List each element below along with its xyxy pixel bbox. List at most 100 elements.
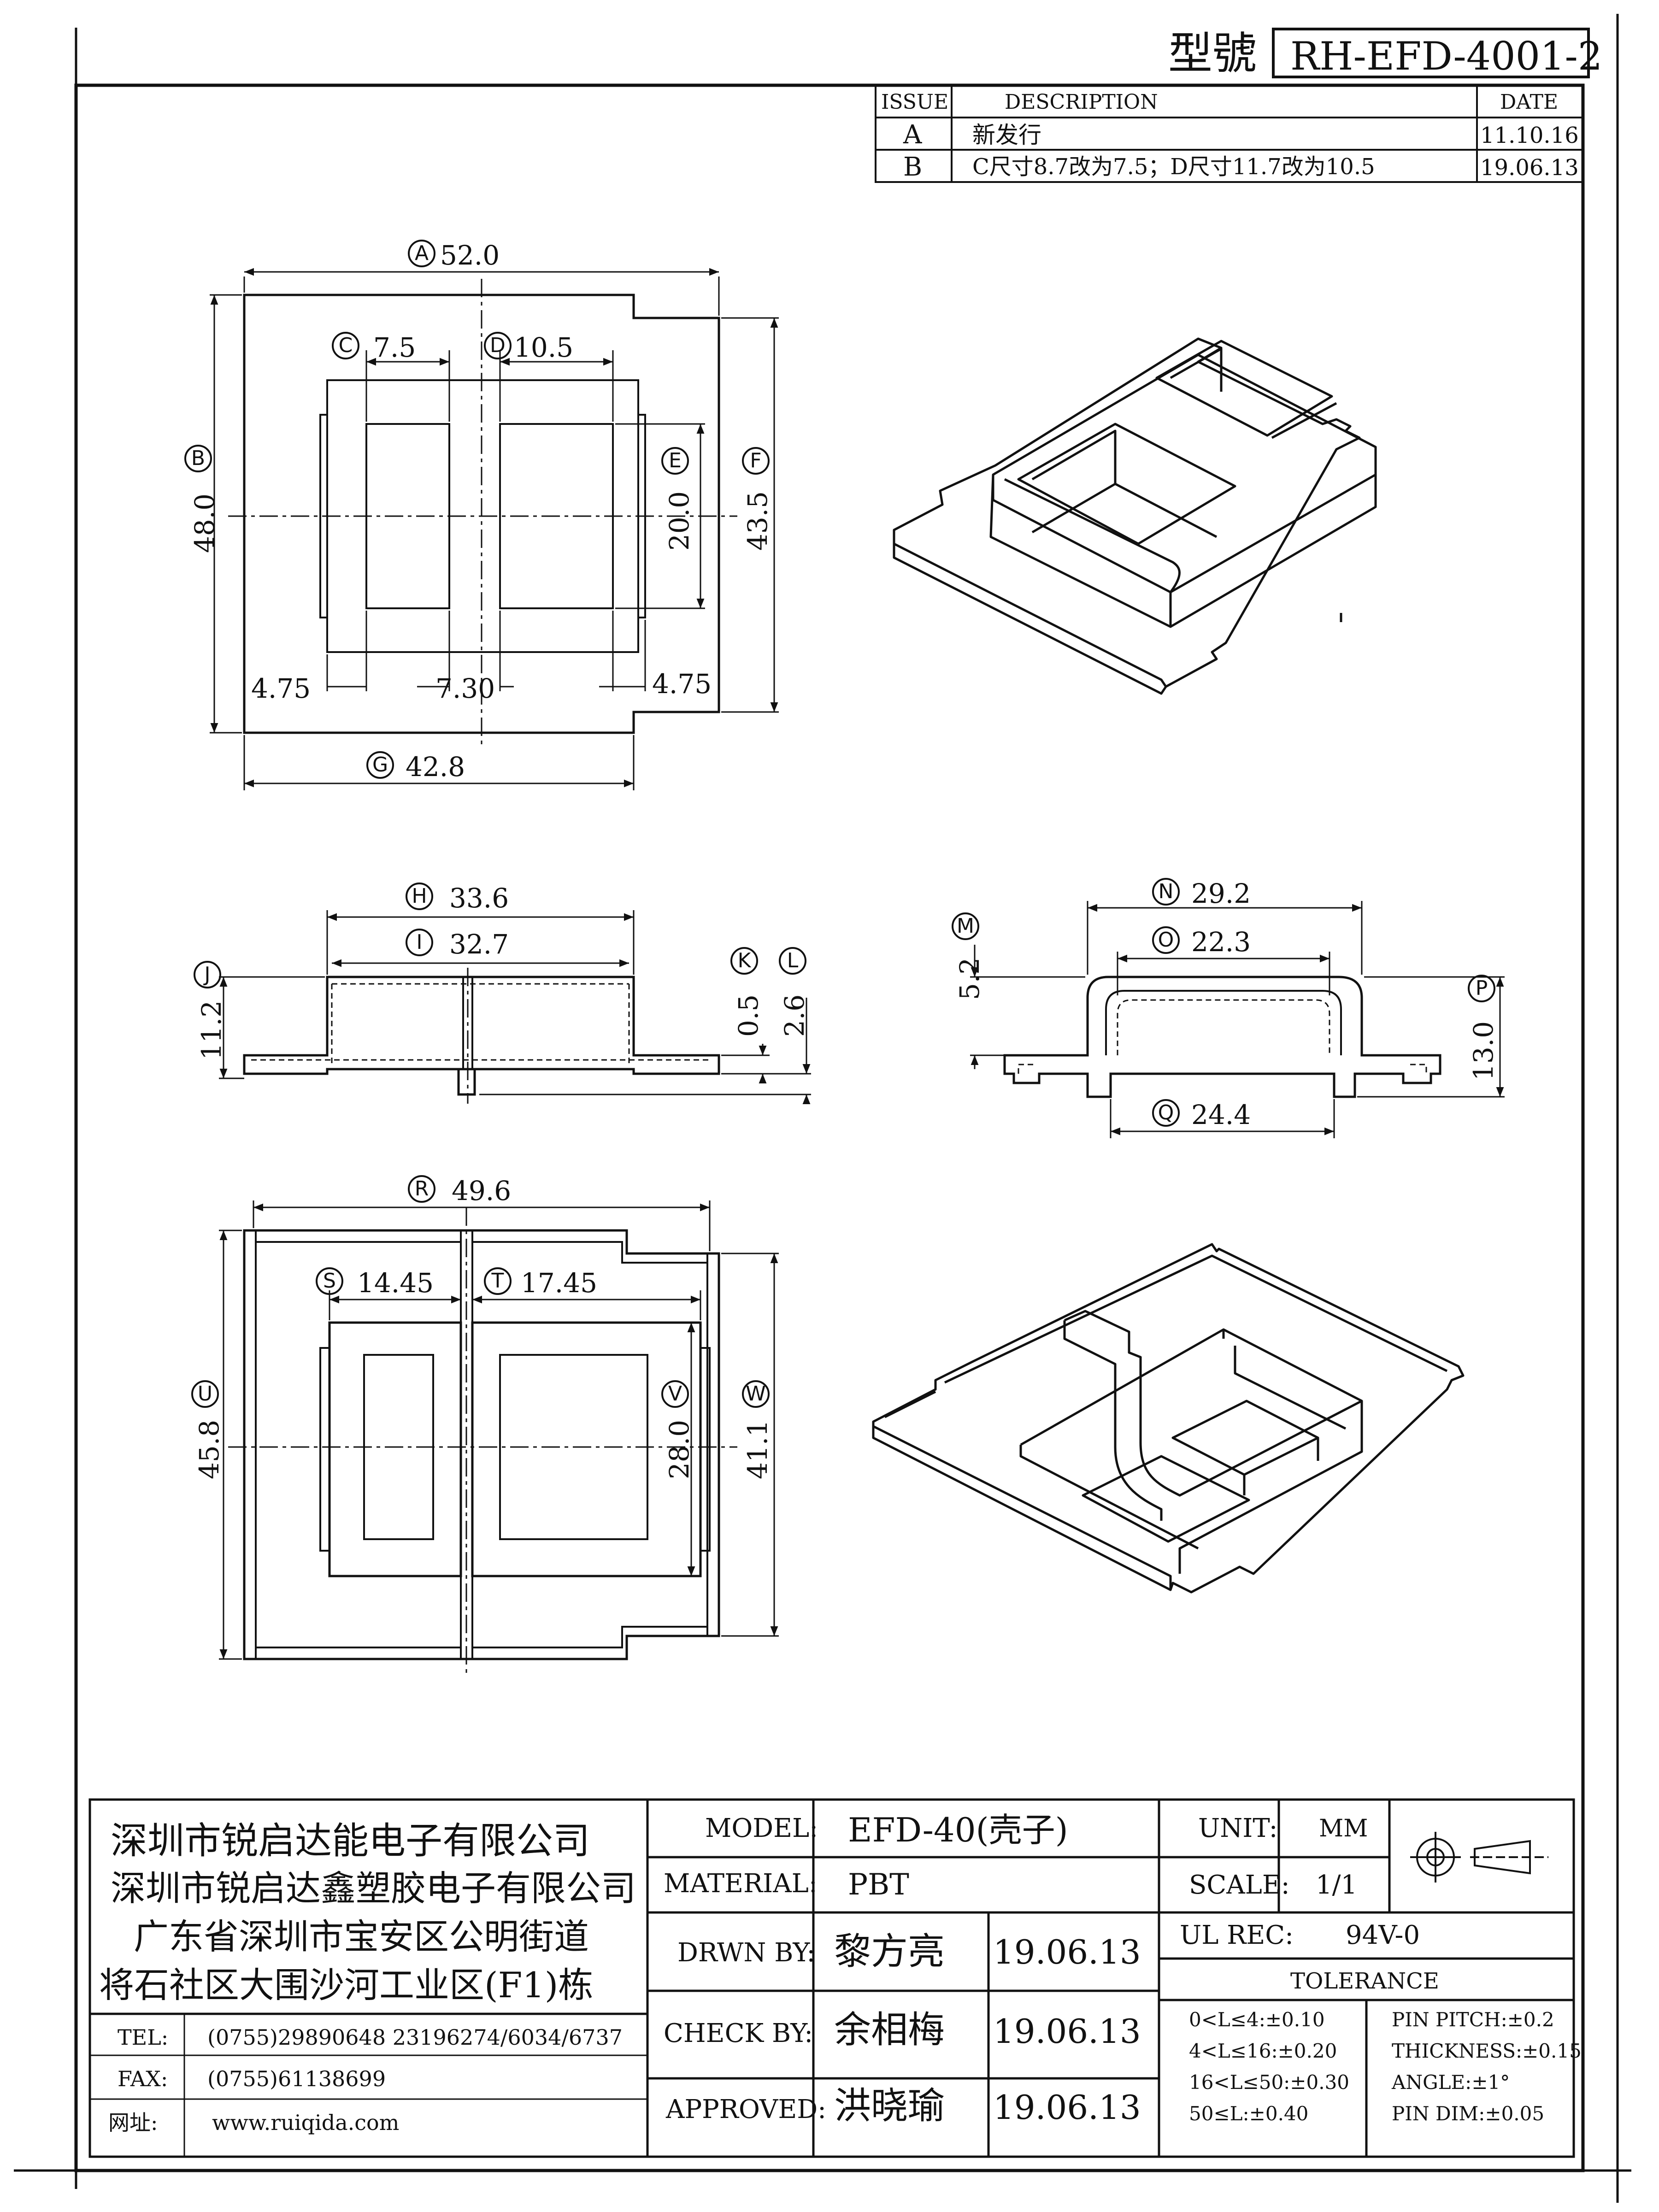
company-line-3: 广东省深圳市宝安区公明街道 (134, 1916, 589, 1957)
model-number-box (1272, 28, 1590, 78)
dim-C-letter: C (332, 332, 359, 359)
rev-col-description: DESCRIPTION (1005, 90, 1158, 114)
dim-I-letter: I (406, 929, 433, 956)
dim-R-letter: R (408, 1175, 435, 1203)
bottom-view-outline (243, 1229, 720, 1660)
unit-value: MM (1319, 1815, 1368, 1842)
tol-left-1: 0<L≤4:±0.10 (1189, 2008, 1325, 2031)
approved-value: 洪晓瑜 (834, 2084, 945, 2127)
dim-B-letter: B (184, 445, 212, 472)
dim-gap-mid: 7.30 (435, 673, 495, 704)
rev-b-date: 19.06.13 (1480, 155, 1579, 181)
side-view-outline (243, 976, 720, 1075)
dim-T-value: 17.45 (521, 1267, 598, 1299)
side-view (219, 910, 811, 1104)
approved-label: APPROVED: (666, 2094, 826, 2124)
dim-L-value: 2.6 (779, 994, 810, 1037)
company-line-4: 将石社区大围沙河工业区(F1)栋 (99, 1965, 594, 2006)
iso-view-top (893, 337, 1377, 695)
scale-label: SCALE: (1189, 1870, 1290, 1900)
rev-col-issue: ISSUE (881, 90, 949, 114)
top-view (210, 268, 779, 790)
bottom-view (219, 1200, 779, 1677)
tolerance-label: TOLERANCE (1290, 1968, 1439, 1994)
tol-right-3: ANGLE:±1° (1392, 2071, 1510, 2094)
dim-N-value: 29.2 (1191, 878, 1251, 909)
check-by-value: 余相梅 (834, 2008, 945, 2051)
dim-U-value: 45.8 (194, 1419, 225, 1479)
web-label: 网址: (108, 2110, 158, 2135)
unit-label: UNIT: (1198, 1813, 1278, 1843)
dim-I-value: 32.7 (449, 929, 509, 960)
dim-S-letter: S (316, 1267, 343, 1295)
dim-L-letter: L (779, 947, 806, 975)
rev-b-description: C尺寸8.7改为7.5；D尺寸11.7改为10.5 (972, 154, 1375, 180)
tol-right-1: PIN PITCH:±0.2 (1392, 2008, 1554, 2031)
title-block (88, 1798, 1575, 2158)
tol-left-2: 4<L≤16:±0.20 (1189, 2040, 1337, 2062)
tol-right-4: PIN DIM:±0.05 (1392, 2102, 1545, 2125)
dim-J-value: 11.2 (196, 1000, 227, 1060)
model-field-label: MODEL: (705, 1813, 818, 1843)
fax-value: (0755)61138699 (207, 2066, 386, 2091)
dim-Q-value: 24.4 (1191, 1099, 1251, 1130)
iso-view-bottom (872, 1243, 1465, 1594)
dim-B-value: 48.0 (189, 493, 220, 553)
scale-value: 1/1 (1316, 1870, 1358, 1900)
check-date: 19.06.13 (993, 2012, 1141, 2051)
tel-label: TEL: (118, 2025, 169, 2050)
dim-O-letter: O (1152, 926, 1180, 954)
company-line-1: 深圳市锐启达能电子有限公司 (111, 1819, 590, 1862)
dim-H-letter: H (406, 882, 433, 910)
model-label: 型號 (1168, 28, 1257, 79)
dim-E-value: 20.0 (664, 491, 695, 551)
tel-value: (0755)29890648 23196274/6034/6737 (207, 2025, 623, 2050)
rev-a-description: 新发行 (972, 122, 1041, 148)
dim-R-value: 49.6 (452, 1175, 512, 1206)
fax-label: FAX: (118, 2066, 168, 2091)
dim-W-value: 41.1 (742, 1419, 773, 1479)
rev-a-issue: A (903, 120, 922, 150)
check-by-label: CHECK BY: (664, 2018, 813, 2048)
rev-a-date: 11.10.16 (1480, 123, 1579, 148)
dim-A-value: 52.0 (440, 240, 500, 271)
tol-left-4: 50≤L:±0.40 (1189, 2102, 1309, 2125)
material-field-value: PBT (848, 1868, 909, 1902)
web-value: www.ruiqida.com (212, 2110, 400, 2135)
drawn-by-value: 黎方亮 (834, 1930, 945, 1973)
rev-b-issue: B (903, 152, 923, 182)
front-view (970, 901, 1505, 1138)
dim-P-value: 13.0 (1468, 1021, 1499, 1081)
material-field-label: MATERIAL: (664, 1869, 818, 1899)
dim-V-value: 28.0 (664, 1419, 695, 1479)
tol-right-2: THICKNESS:±0.15 (1392, 2040, 1582, 2062)
top-view-base-outline (243, 294, 720, 734)
dim-O-value: 22.3 (1191, 926, 1251, 958)
projection-symbol-icon (1410, 1832, 1548, 1883)
dim-J-letter: J (194, 961, 221, 988)
model-number: RH-EFD-4001-2 (1290, 34, 1603, 79)
front-view-outline (1003, 976, 1441, 1098)
dim-E-letter: E (661, 447, 689, 475)
dim-gap-left: 4.75 (251, 673, 311, 704)
dim-T-letter: T (484, 1267, 512, 1295)
dim-D-value: 10.5 (514, 332, 574, 363)
drawn-by-label: DRWN BY: (677, 1938, 816, 1968)
tol-left-3: 16<L≤50:±0.30 (1189, 2071, 1350, 2094)
dim-F-letter: F (742, 447, 770, 475)
model-field-value: EFD-40(壳子) (848, 1811, 1068, 1849)
dim-H-value: 33.6 (449, 882, 509, 914)
dim-G-letter: G (366, 751, 394, 779)
revision-table (875, 84, 1584, 183)
ul-value: 94V-0 (1346, 1920, 1420, 1950)
dim-M-value: 5.2 (954, 957, 985, 1000)
rev-col-date: DATE (1500, 90, 1559, 114)
drawn-date: 19.06.13 (993, 1933, 1141, 1971)
dim-M-letter: M (952, 912, 979, 940)
drawing-frame (74, 83, 1585, 2172)
dim-S-value: 14.45 (357, 1267, 434, 1299)
dim-A-letter: A (408, 240, 435, 267)
dim-D-letter: D (484, 332, 512, 359)
dim-F-value: 43.5 (742, 491, 773, 551)
